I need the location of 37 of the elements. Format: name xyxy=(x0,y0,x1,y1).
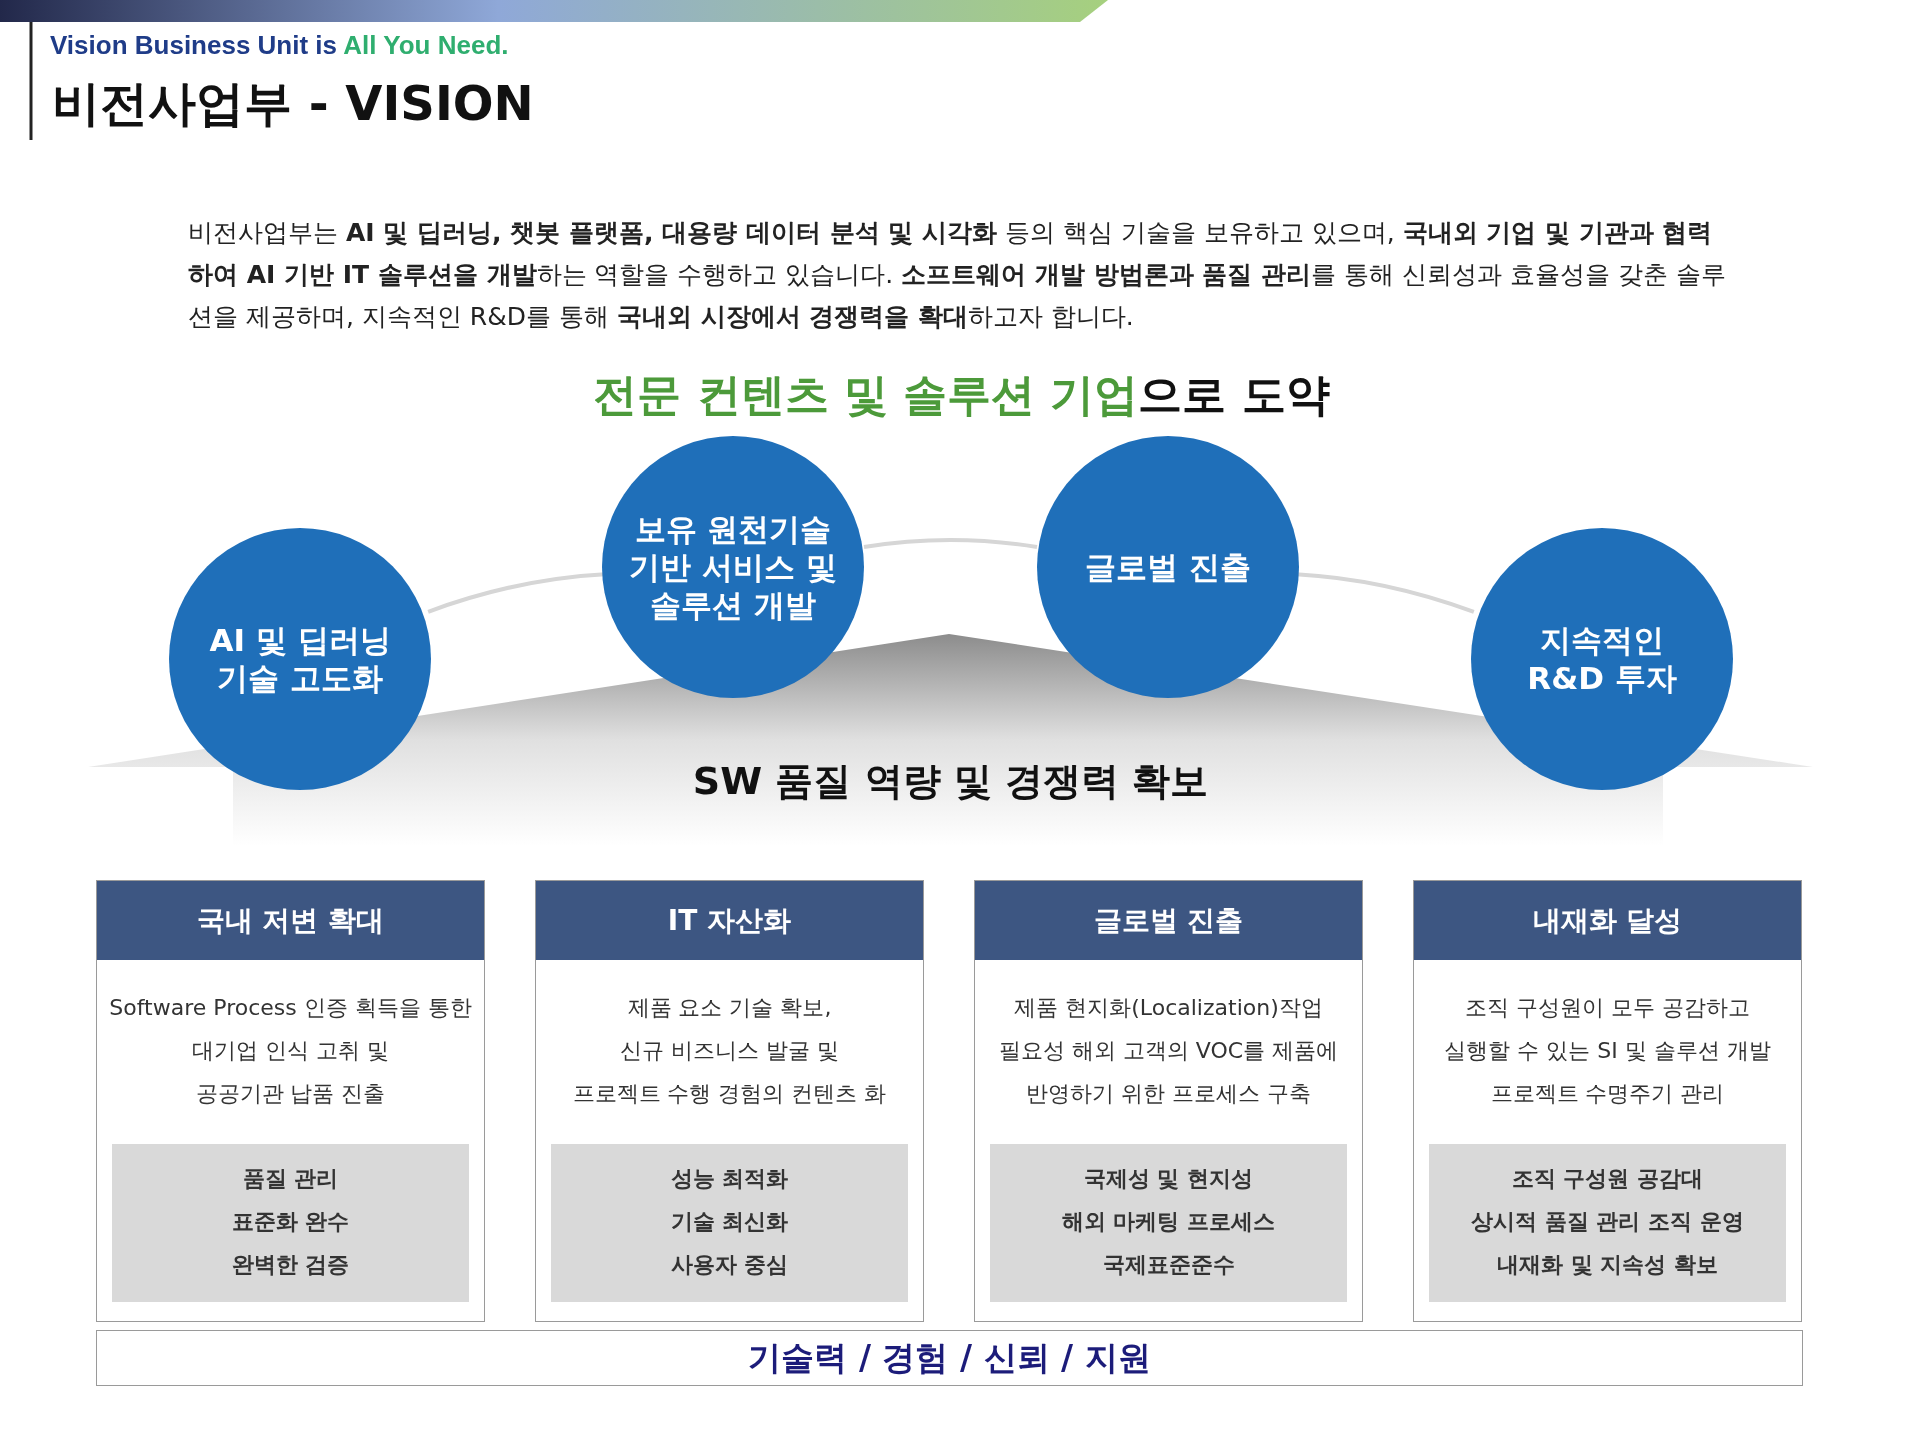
page-title: 비전사업부 - VISION xyxy=(52,74,534,133)
footer-banner: 기술력 / 경험 / 신뢰 / 지원 xyxy=(96,1330,1803,1386)
goal-circle: 보유 원천기술 기반 서비스 및 솔루션 개발 xyxy=(602,436,864,698)
column-card xyxy=(974,880,1363,1322)
highlight-box: 조직 구성원 공감대 상시적 품질 관리 조직 운영 내재화 및 지속성 확보 xyxy=(1429,1144,1786,1302)
body-line: 대기업 인식 고취 및 xyxy=(191,1037,390,1065)
intro-paragraph: 비전사업부는 AI 및 딥러닝, 챗봇 플랫폼, 대용량 데이터 분석 및 시각화 등의 핵심 기술을 보유하고 있으며, 국내외 기업 및 기관과 협력하여 AI 기반 IT 솔루션을 개발하는 역할을 수행하고 있습니다. 소프트웨어 개발 방법론과 품질 관리를 통해 신뢰성과 효율성을 갖춘 솔루션을 제공하며, 지속적인 R&D를 통해 국내외 시장에서 경쟁력을 확대하고자 합니다. xyxy=(188,217,1727,333)
slogan: 으로 도약 xyxy=(1138,369,1330,420)
body-line: 제품 현지화(Localization)작업 xyxy=(1013,994,1324,1022)
goal-circle: 글로벌 진출 xyxy=(1037,436,1299,698)
highlight-box: 품질 관리 표준화 완수 완벽한 검증 xyxy=(112,1144,469,1302)
column-header: IT 자산화 xyxy=(536,881,923,960)
subtitle: Vision Business Unit is xyxy=(50,30,338,60)
body-line: 신규 비즈니스 발굴 및 xyxy=(619,1037,840,1065)
column-header: 내재화 달성 xyxy=(1414,881,1801,960)
body-line: 실행할 수 있는 SI 및 솔루션 개발 xyxy=(1443,1037,1772,1065)
column-card xyxy=(96,880,485,1322)
subtitle-highlight: All You Need. xyxy=(343,30,509,60)
body-line: 제품 요소 기술 확보, xyxy=(626,994,833,1022)
goal-circle: AI 및 딥러닝 기술 고도화 xyxy=(169,528,431,790)
column-header: 글로벌 진출 xyxy=(975,881,1362,960)
column-card xyxy=(535,880,924,1322)
slogan-highlight: 전문 컨텐츠 및 솔루션 기업 xyxy=(593,369,1139,420)
body-line: 조직 구성원이 모두 공감하고 xyxy=(1464,994,1751,1022)
goal-circle: 지속적인 R&D 투자 xyxy=(1471,528,1733,790)
body-line: Software Process 인증 획득을 통한 xyxy=(108,994,473,1022)
roof-caption: SW 품질 역량 및 경쟁력 확보 xyxy=(691,758,1210,805)
body-line: 반영하기 위한 프로세스 구축 xyxy=(1025,1080,1312,1108)
body-line: 필요성 해외 고객의 VOC를 제품에 xyxy=(997,1037,1340,1065)
body-line: 공공기관 납품 진출 xyxy=(194,1080,387,1108)
arc-line xyxy=(863,538,1038,549)
body-line: 프로젝트 수행 경험의 컨텐츠 화 xyxy=(571,1080,888,1108)
column-card xyxy=(1413,880,1802,1322)
body-line: 프로젝트 수명주기 관리 xyxy=(1489,1080,1726,1108)
highlight-box: 국제성 및 현지성 해외 마케팅 프로세스 국제표준준수 xyxy=(990,1144,1347,1302)
highlight-box: 성능 최적화 기술 최신화 사용자 중심 xyxy=(551,1144,908,1302)
column-header: 국내 저변 확대 xyxy=(97,881,484,960)
